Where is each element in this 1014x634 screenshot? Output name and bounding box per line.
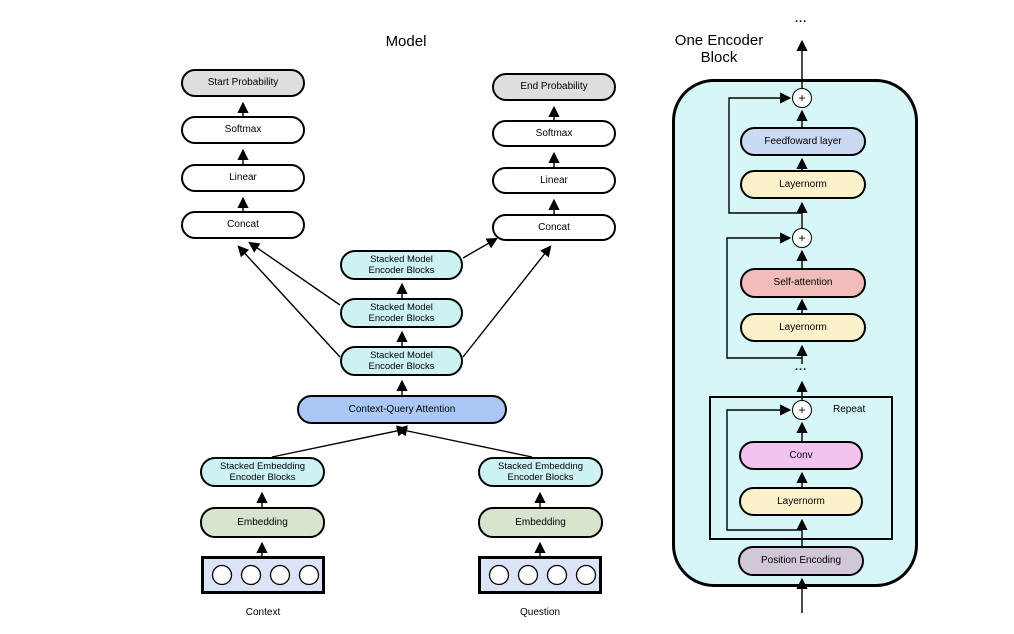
repeat-group-box: [709, 396, 893, 540]
ellipsis-middle: ...: [795, 361, 808, 373]
position-encoding-node: Position Encoding: [738, 546, 864, 576]
stacked-embedding-line1: Stacked Embedding: [219, 460, 306, 472]
conv-node: Conv: [739, 441, 863, 470]
layernorm-bottom-node: Layernorm: [739, 487, 863, 516]
stacked-model-line2: Encoder Blocks: [368, 313, 435, 324]
embedding-right-node: Embedding: [478, 507, 603, 538]
linear-right-node: Linear: [492, 167, 616, 194]
ellipsis-top: ...: [795, 13, 808, 25]
layernorm-middle-node: Layernorm: [740, 313, 866, 342]
question-label: Question: [519, 607, 561, 618]
stacked-embedding-line2: Encoder Blocks: [507, 472, 574, 483]
stacked-model-encoder-top-node: Stacked Model Encoder Blocks: [340, 250, 463, 280]
token-circles: [211, 564, 597, 586]
stacked-model-line1: Stacked Model: [370, 253, 433, 265]
feedforward-node: Feedfoward layer: [740, 127, 866, 156]
softmax-left-node: Softmax: [181, 116, 305, 144]
stacked-model-line1: Stacked Model: [370, 349, 433, 361]
encoder-block-title: One Encoder Block: [649, 32, 789, 66]
stacked-model-line2: Encoder Blocks: [368, 265, 435, 276]
stacked-model-encoder-bottom-node: Stacked Model Encoder Blocks: [340, 346, 463, 376]
model-title: Model: [385, 33, 427, 50]
context-label: Context: [245, 607, 281, 618]
residual-add-top-node: +: [792, 88, 812, 108]
stacked-model-encoder-middle-node: Stacked Model Encoder Blocks: [340, 298, 463, 328]
end-probability-node: End Probability: [492, 73, 616, 101]
stacked-embedding-line1: Stacked Embedding: [497, 460, 584, 472]
start-probability-node: Start Probability: [181, 69, 305, 97]
self-attention-node: Self-attention: [740, 268, 866, 298]
concat-right-node: Concat: [492, 214, 616, 241]
stacked-embedding-encoder-right-node: Stacked Embedding Encoder Blocks: [478, 457, 603, 487]
stacked-embedding-line2: Encoder Blocks: [229, 472, 296, 483]
encoder-block-title-line2: Block: [700, 49, 738, 66]
residual-add-middle-node: +: [792, 228, 812, 248]
encoder-block-title-line1: One Encoder: [674, 32, 764, 49]
context-query-attention-node: Context-Query Attention: [297, 395, 507, 424]
stacked-model-line1: Stacked Model: [370, 301, 433, 313]
softmax-right-node: Softmax: [492, 120, 616, 147]
concat-left-node: Concat: [181, 211, 305, 239]
linear-left-node: Linear: [181, 164, 305, 192]
layernorm-top-node: Layernorm: [740, 170, 866, 199]
stacked-model-line2: Encoder Blocks: [368, 361, 435, 372]
residual-add-repeat-node: +: [792, 400, 812, 420]
embedding-left-node: Embedding: [200, 507, 325, 538]
repeat-label: Repeat: [833, 404, 866, 415]
stacked-embedding-encoder-left-node: Stacked Embedding Encoder Blocks: [200, 457, 325, 487]
